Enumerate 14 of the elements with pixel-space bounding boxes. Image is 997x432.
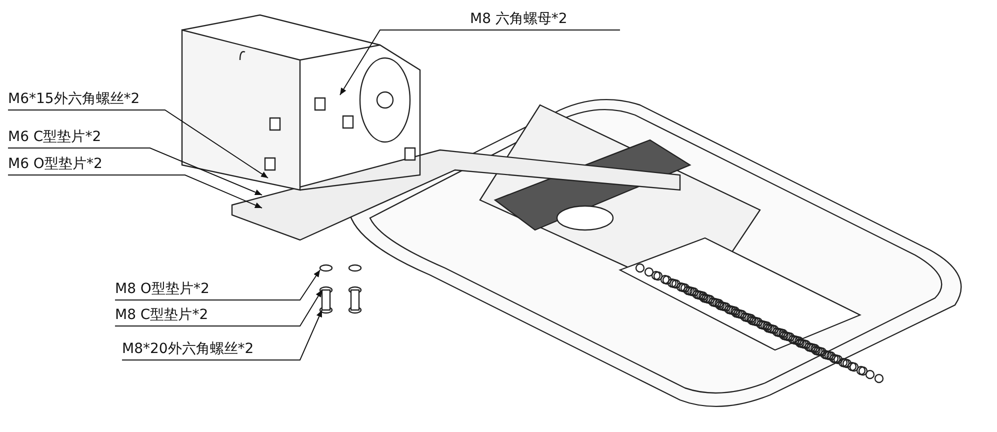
leader-line — [122, 310, 322, 360]
leader-line — [8, 148, 262, 196]
part-label: M6 C型垫片*2 — [8, 128, 102, 146]
part-label: M6 O型垫片*2 — [8, 155, 102, 173]
leader-line — [8, 174, 262, 208]
part-label: M8 O型垫片*2 — [115, 280, 210, 298]
leader-line — [114, 270, 320, 300]
leader-line — [8, 110, 268, 178]
part-label: M6*15外六角螺丝*2 — [8, 90, 140, 108]
part-label: M8 C型垫片*2 — [115, 306, 208, 324]
part-label: M8 六角螺母*2 — [470, 10, 568, 28]
leader-line — [340, 30, 620, 96]
part-label: M8*20外六角螺丝*2 — [122, 340, 254, 358]
leader-line — [114, 290, 322, 326]
